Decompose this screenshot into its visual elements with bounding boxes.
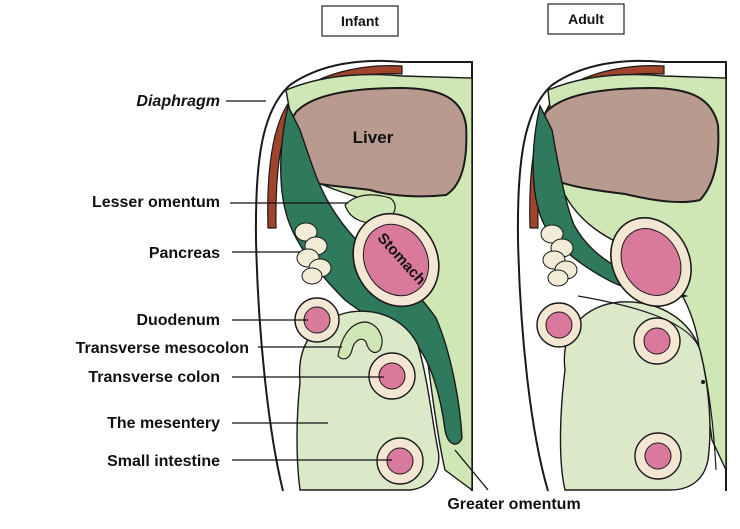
adult-panel: Adult: [516, 3, 727, 492]
infant-body-wall: [254, 59, 473, 492]
adult-body-wall: [516, 59, 727, 492]
adult-liver: [538, 86, 720, 203]
adult-pancreas: [540, 224, 578, 287]
side-labels: Diaphragm Lesser omentum Pancreas Duoden…: [76, 93, 581, 513]
leader-lines: [226, 100, 489, 491]
infant-small-intestine-inner: [386, 447, 414, 475]
infant-mesocolon-fold: [337, 321, 383, 360]
adult-omentum-line: [577, 295, 717, 471]
infant-header-box: [321, 5, 399, 37]
duodenum-label: Duodenum: [136, 312, 220, 329]
mesentery-label: The mesentery: [107, 415, 220, 432]
adult-small-dot: [701, 380, 705, 384]
infant-pancreas: [294, 222, 332, 285]
diaphragm-label: Diaphragm: [136, 93, 220, 110]
infant-transverse-colon-inner: [378, 362, 406, 390]
small-intestine-label: Small intestine: [107, 453, 220, 470]
adult-stomach-inner: [620, 228, 682, 296]
infant-stomach-inner: [362, 223, 430, 297]
adult-header-box: [547, 3, 625, 35]
infant-panel: Infant: [254, 5, 473, 492]
lesser-omentum-label: Lesser omentum: [92, 194, 220, 211]
pancreas-label: Pancreas: [149, 245, 220, 262]
greater-omentum-label: Greater omentum: [447, 496, 580, 513]
adult-duodenum-inner: [545, 311, 573, 339]
adult-header: Adult: [568, 11, 604, 27]
greater-omentum-leader: [454, 449, 489, 491]
infant-header: Infant: [341, 13, 379, 29]
adult-transverse-colon-inner: [643, 327, 671, 355]
adult-small-intestine-inner: [644, 442, 672, 470]
transverse-colon-label: Transverse colon: [88, 369, 220, 386]
transverse-mesocolon-label: Transverse mesocolon: [76, 340, 249, 357]
liver-label: Liver: [353, 128, 394, 147]
